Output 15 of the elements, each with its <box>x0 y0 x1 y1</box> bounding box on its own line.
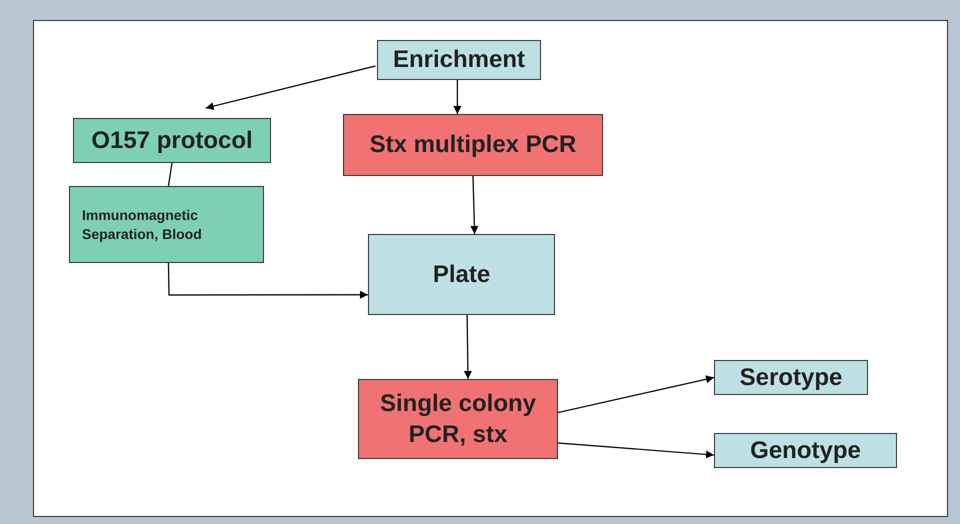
result-box: Genotype <box>714 433 897 468</box>
arrow <box>558 375 714 414</box>
arrow <box>168 263 368 299</box>
arrow <box>558 442 714 458</box>
protocol-box: O157 protocol <box>73 118 271 163</box>
method-box: Immunomagnetic Separation, Blood <box>69 186 264 263</box>
step-box: Enrichment <box>377 40 541 80</box>
pcr-box: Single colony PCR, stx <box>358 379 558 459</box>
result-box: Serotype <box>714 360 868 395</box>
plate-box: Plate <box>368 234 555 315</box>
arrow <box>464 315 472 379</box>
arrow <box>206 65 376 110</box>
arrow <box>470 176 478 234</box>
arrow <box>453 80 462 114</box>
pcr-box: Stx multiplex PCR <box>343 114 603 176</box>
